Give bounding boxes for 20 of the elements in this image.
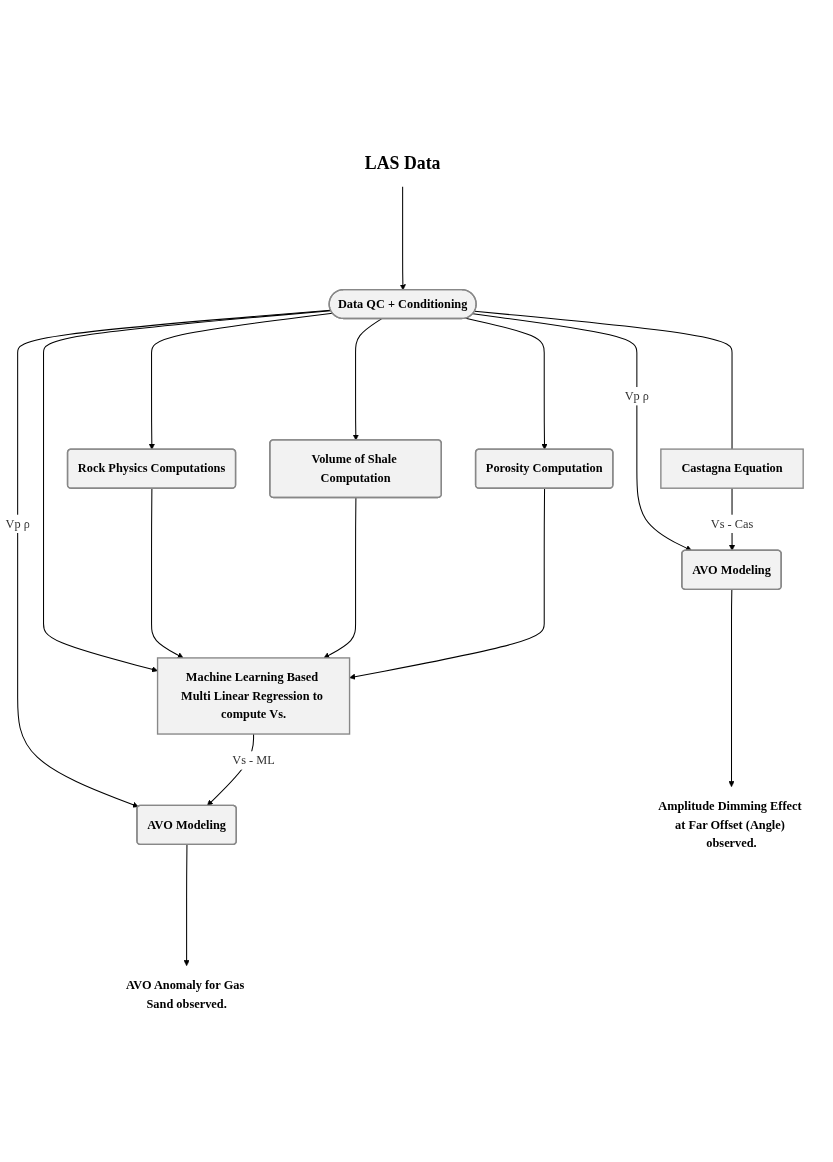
edge-label: Vp ρ — [5, 516, 30, 530]
arrow — [465, 317, 548, 450]
edge-label: Vs - ML — [232, 752, 275, 767]
arrow — [352, 317, 382, 440]
arrow — [472, 312, 692, 551]
node-box: Castagna Equation — [660, 447, 804, 489]
arrow — [323, 496, 357, 658]
arrow — [151, 487, 184, 658]
node-box: Machine Learning Based Multi Linear Regression to compute Vs. — [156, 656, 351, 735]
arrow — [399, 185, 406, 290]
arrow — [183, 843, 190, 966]
connector — [474, 310, 733, 450]
edge-label: Vp ρ — [624, 388, 650, 403]
arrow — [349, 487, 546, 680]
edge-label: Vs - Cas — [710, 516, 754, 530]
node-text: AVO Anomaly for Gas Sand observed. — [125, 977, 245, 1010]
node-text: LAS Data — [364, 152, 441, 173]
arrow — [728, 588, 735, 787]
node-text: Amplitude Dimming Effect at Far Offset (Angle) observed. — [658, 798, 802, 850]
arrow — [43, 309, 332, 672]
